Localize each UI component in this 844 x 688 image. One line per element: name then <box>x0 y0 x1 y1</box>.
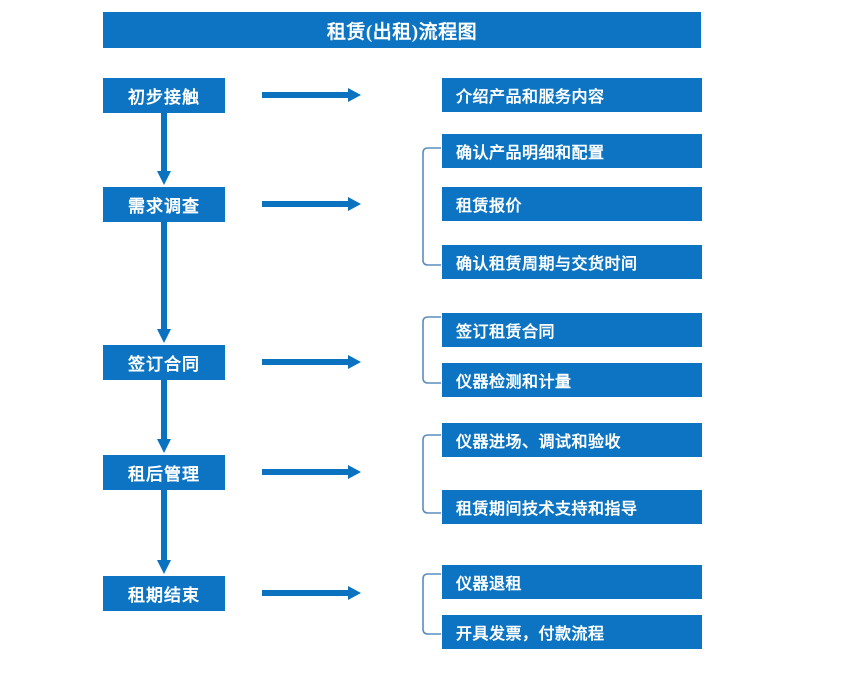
detail-box-9[interactable]: 仪器退租 <box>442 565 702 599</box>
detail-box-7[interactable]: 仪器进场、调试和验收 <box>442 423 702 457</box>
stage-box-4[interactable]: 租后管理 <box>103 455 225 490</box>
detail-box-3[interactable]: 租赁报价 <box>442 187 702 221</box>
horizontal-arrow-3 <box>262 354 362 370</box>
vertical-arrow-2-to-3 <box>156 222 172 344</box>
horizontal-arrow-2 <box>262 196 362 212</box>
horizontal-arrow-1 <box>262 87 362 103</box>
detail-box-8[interactable]: 租赁期间技术支持和指导 <box>442 490 702 524</box>
detail-box-2[interactable]: 确认产品明细和配置 <box>442 134 702 168</box>
group-bracket-2 <box>418 147 442 266</box>
stage-box-1[interactable]: 初步接触 <box>103 78 225 113</box>
detail-box-6[interactable]: 仪器检测和计量 <box>442 363 702 397</box>
group-bracket-3 <box>418 316 442 384</box>
detail-box-10[interactable]: 开具发票，付款流程 <box>442 615 702 649</box>
vertical-arrow-1-to-2 <box>156 113 172 186</box>
stage-box-3[interactable]: 签订合同 <box>103 345 225 380</box>
group-bracket-5 <box>418 573 442 635</box>
detail-box-1[interactable]: 介绍产品和服务内容 <box>442 78 702 112</box>
detail-box-4[interactable]: 确认租赁周期与交货时间 <box>442 245 702 279</box>
detail-box-5[interactable]: 签订租赁合同 <box>442 313 702 347</box>
stage-box-5[interactable]: 租期结束 <box>103 576 225 611</box>
vertical-arrow-3-to-4 <box>156 380 172 454</box>
chart-title: 租赁(出租)流程图 <box>103 12 701 48</box>
horizontal-arrow-5 <box>262 585 362 601</box>
vertical-arrow-4-to-5 <box>156 490 172 575</box>
stage-box-2[interactable]: 需求调查 <box>103 187 225 222</box>
group-bracket-4 <box>418 434 442 514</box>
horizontal-arrow-4 <box>262 464 362 480</box>
